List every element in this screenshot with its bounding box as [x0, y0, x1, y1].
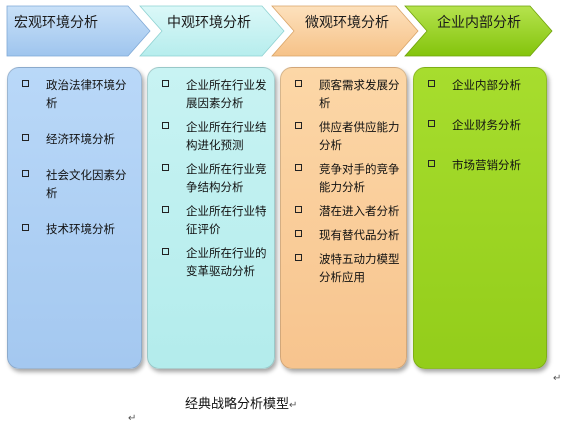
checkbox-bullet-icon	[22, 170, 29, 177]
item-text: 政治法律环境分析	[46, 78, 127, 110]
checkbox-bullet-icon	[295, 206, 302, 213]
paragraph-mark-icon: ↵	[128, 413, 137, 424]
item-text: 经济环境分析	[46, 132, 115, 146]
checkbox-bullet-icon	[295, 230, 302, 237]
stage-arrows	[6, 5, 553, 57]
checkbox-bullet-icon	[22, 134, 29, 141]
list-item: 企业所在行业的变革驱动分析	[148, 244, 274, 280]
macro-item-list: 政治法律环境分析 经济环境分析 社会文化因素分析 技术环境分析	[8, 68, 141, 238]
item-text: 企业所在行业结构进化预测	[186, 120, 267, 152]
checkbox-bullet-icon	[295, 164, 302, 171]
list-item: 潜在进入者分析	[281, 202, 406, 220]
item-text: 供应者供应能力分析	[319, 120, 400, 152]
item-text: 企业内部分析	[452, 78, 521, 92]
list-item: 企业所在行业特征评价	[148, 202, 274, 238]
item-text: 竞争对手的竞争能力分析	[319, 162, 400, 194]
internal-item-list: 企业内部分析 企业财务分析 市场营销分析	[414, 68, 546, 174]
list-item: 企业内部分析	[414, 76, 546, 94]
list-item: 现有替代品分析	[281, 226, 406, 244]
checkbox-bullet-icon	[22, 80, 29, 87]
checkbox-bullet-icon	[162, 80, 169, 87]
micro-analysis-panel: 顾客需求发展分析 供应者供应能力分析 竞争对手的竞争能力分析 潜在进入者分析 现…	[280, 67, 407, 369]
checkbox-bullet-icon	[22, 224, 29, 231]
item-text: 波特五动力模型分析应用	[319, 252, 400, 284]
checkbox-bullet-icon	[428, 120, 435, 127]
macro-analysis-panel: 政治法律环境分析 经济环境分析 社会文化因素分析 技术环境分析	[7, 67, 142, 369]
list-item: 竞争对手的竞争能力分析	[281, 160, 406, 196]
stage-label-1: 宏观环境分析	[14, 15, 98, 31]
list-item: 供应者供应能力分析	[281, 118, 406, 154]
item-text: 现有替代品分析	[319, 228, 400, 242]
list-item: 企业所在行业结构进化预测	[148, 118, 274, 154]
item-text: 社会文化因素分析	[46, 168, 127, 200]
list-item: 政治法律环境分析	[8, 76, 141, 112]
checkbox-bullet-icon	[162, 164, 169, 171]
stage-arrow-4	[404, 5, 553, 57]
paragraph-mark-icon: ↵	[553, 373, 562, 384]
checkbox-bullet-icon	[428, 160, 435, 167]
list-item: 顾客需求发展分析	[281, 76, 406, 112]
item-text: 技术环境分析	[46, 222, 115, 236]
item-text: 企业财务分析	[452, 118, 521, 132]
checkbox-bullet-icon	[295, 122, 302, 129]
checkbox-bullet-icon	[162, 122, 169, 129]
item-text: 企业所在行业发展因素分析	[186, 78, 267, 110]
paragraph-mark-icon: ↵	[289, 400, 298, 411]
stage-label-4: 企业内部分析	[437, 15, 521, 31]
checkbox-bullet-icon	[428, 80, 435, 87]
checkbox-bullet-icon	[295, 80, 302, 87]
list-item: 波特五动力模型分析应用	[281, 250, 406, 286]
checkbox-bullet-icon	[162, 206, 169, 213]
checkbox-bullet-icon	[162, 248, 169, 255]
stage-label-3: 微观环境分析	[305, 15, 389, 31]
stage-label-2: 中观环境分析	[167, 15, 251, 31]
stage-arrow-3	[271, 5, 419, 57]
item-text: 顾客需求发展分析	[319, 78, 400, 110]
list-item: 市场营销分析	[414, 156, 546, 174]
list-item: 企业财务分析	[414, 116, 546, 134]
micro-item-list: 顾客需求发展分析 供应者供应能力分析 竞争对手的竞争能力分析 潜在进入者分析 现…	[281, 68, 406, 286]
item-text: 市场营销分析	[452, 158, 521, 172]
diagram-caption: 经典战略分析模型↵	[185, 393, 297, 412]
item-text: 企业所在行业竞争结构分析	[186, 162, 267, 194]
item-text: 潜在进入者分析	[319, 204, 400, 218]
list-item: 技术环境分析	[8, 220, 141, 238]
internal-analysis-panel: 企业内部分析 企业财务分析 市场营销分析	[413, 67, 547, 369]
item-text: 企业所在行业的变革驱动分析	[186, 246, 267, 278]
checkbox-bullet-icon	[295, 254, 302, 261]
meso-item-list: 企业所在行业发展因素分析 企业所在行业结构进化预测 企业所在行业竞争结构分析 企…	[148, 68, 274, 280]
list-item: 社会文化因素分析	[8, 166, 141, 202]
meso-analysis-panel: 企业所在行业发展因素分析 企业所在行业结构进化预测 企业所在行业竞争结构分析 企…	[147, 67, 275, 369]
item-text: 企业所在行业特征评价	[186, 204, 267, 236]
list-item: 经济环境分析	[8, 130, 141, 148]
caption-text: 经典战略分析模型	[185, 397, 290, 412]
list-item: 企业所在行业发展因素分析	[148, 76, 274, 112]
stage-arrow-1	[6, 5, 151, 57]
list-item: 企业所在行业竞争结构分析	[148, 160, 274, 196]
stage-arrow-2	[139, 5, 285, 57]
